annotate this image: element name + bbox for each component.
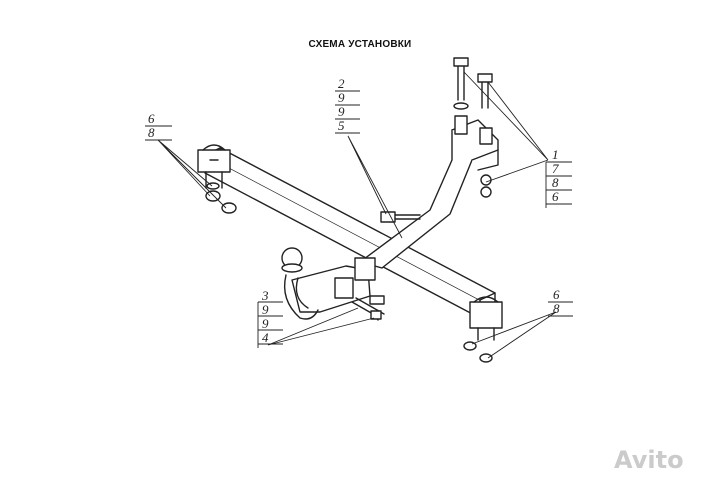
lower-bolts xyxy=(351,295,385,321)
callout-num: 8 xyxy=(552,175,559,190)
left-mount-bracket xyxy=(197,144,231,189)
callout-num: 2 xyxy=(338,76,345,91)
callout-num: 3 xyxy=(261,288,269,303)
callout-num: 9 xyxy=(338,90,345,105)
callout-num: 7 xyxy=(552,161,559,176)
callout-num: 6 xyxy=(148,111,155,126)
callout-group-left-bottom: 3 9 9 4 xyxy=(257,288,283,348)
diagonal-arm xyxy=(359,119,499,269)
callout-num: 8 xyxy=(553,301,560,316)
top-bolts xyxy=(453,57,493,198)
callout-num: 1 xyxy=(552,147,559,162)
middle-bolt xyxy=(380,211,421,223)
tow-ball-assembly xyxy=(281,247,376,320)
right-bottom-nuts xyxy=(463,341,493,363)
right-mount-bracket xyxy=(469,296,503,341)
callout-num: 6 xyxy=(553,287,560,302)
callout-num: 5 xyxy=(338,118,345,133)
watermark-text: Avito xyxy=(614,446,684,474)
callout-group-right-bottom: 6 8 xyxy=(548,287,573,317)
left-nuts xyxy=(205,182,237,214)
avito-watermark-logo: Avito xyxy=(614,446,684,474)
callout-num: 4 xyxy=(262,330,269,345)
leader-lines xyxy=(157,71,557,359)
callout-num: 8 xyxy=(148,125,155,140)
callout-num: 9 xyxy=(262,316,269,331)
callout-group-left-top: 6 8 xyxy=(145,111,172,141)
callout-num: 9 xyxy=(338,104,345,119)
callout-num: 6 xyxy=(552,189,559,204)
callout-group-right-top: 1 7 8 6 xyxy=(545,147,572,208)
callout-group-top-center: 2 9 9 5 xyxy=(335,76,360,134)
diagram-title: СХЕМА УСТАНОВКИ xyxy=(308,39,412,50)
callout-num: 9 xyxy=(262,302,269,317)
